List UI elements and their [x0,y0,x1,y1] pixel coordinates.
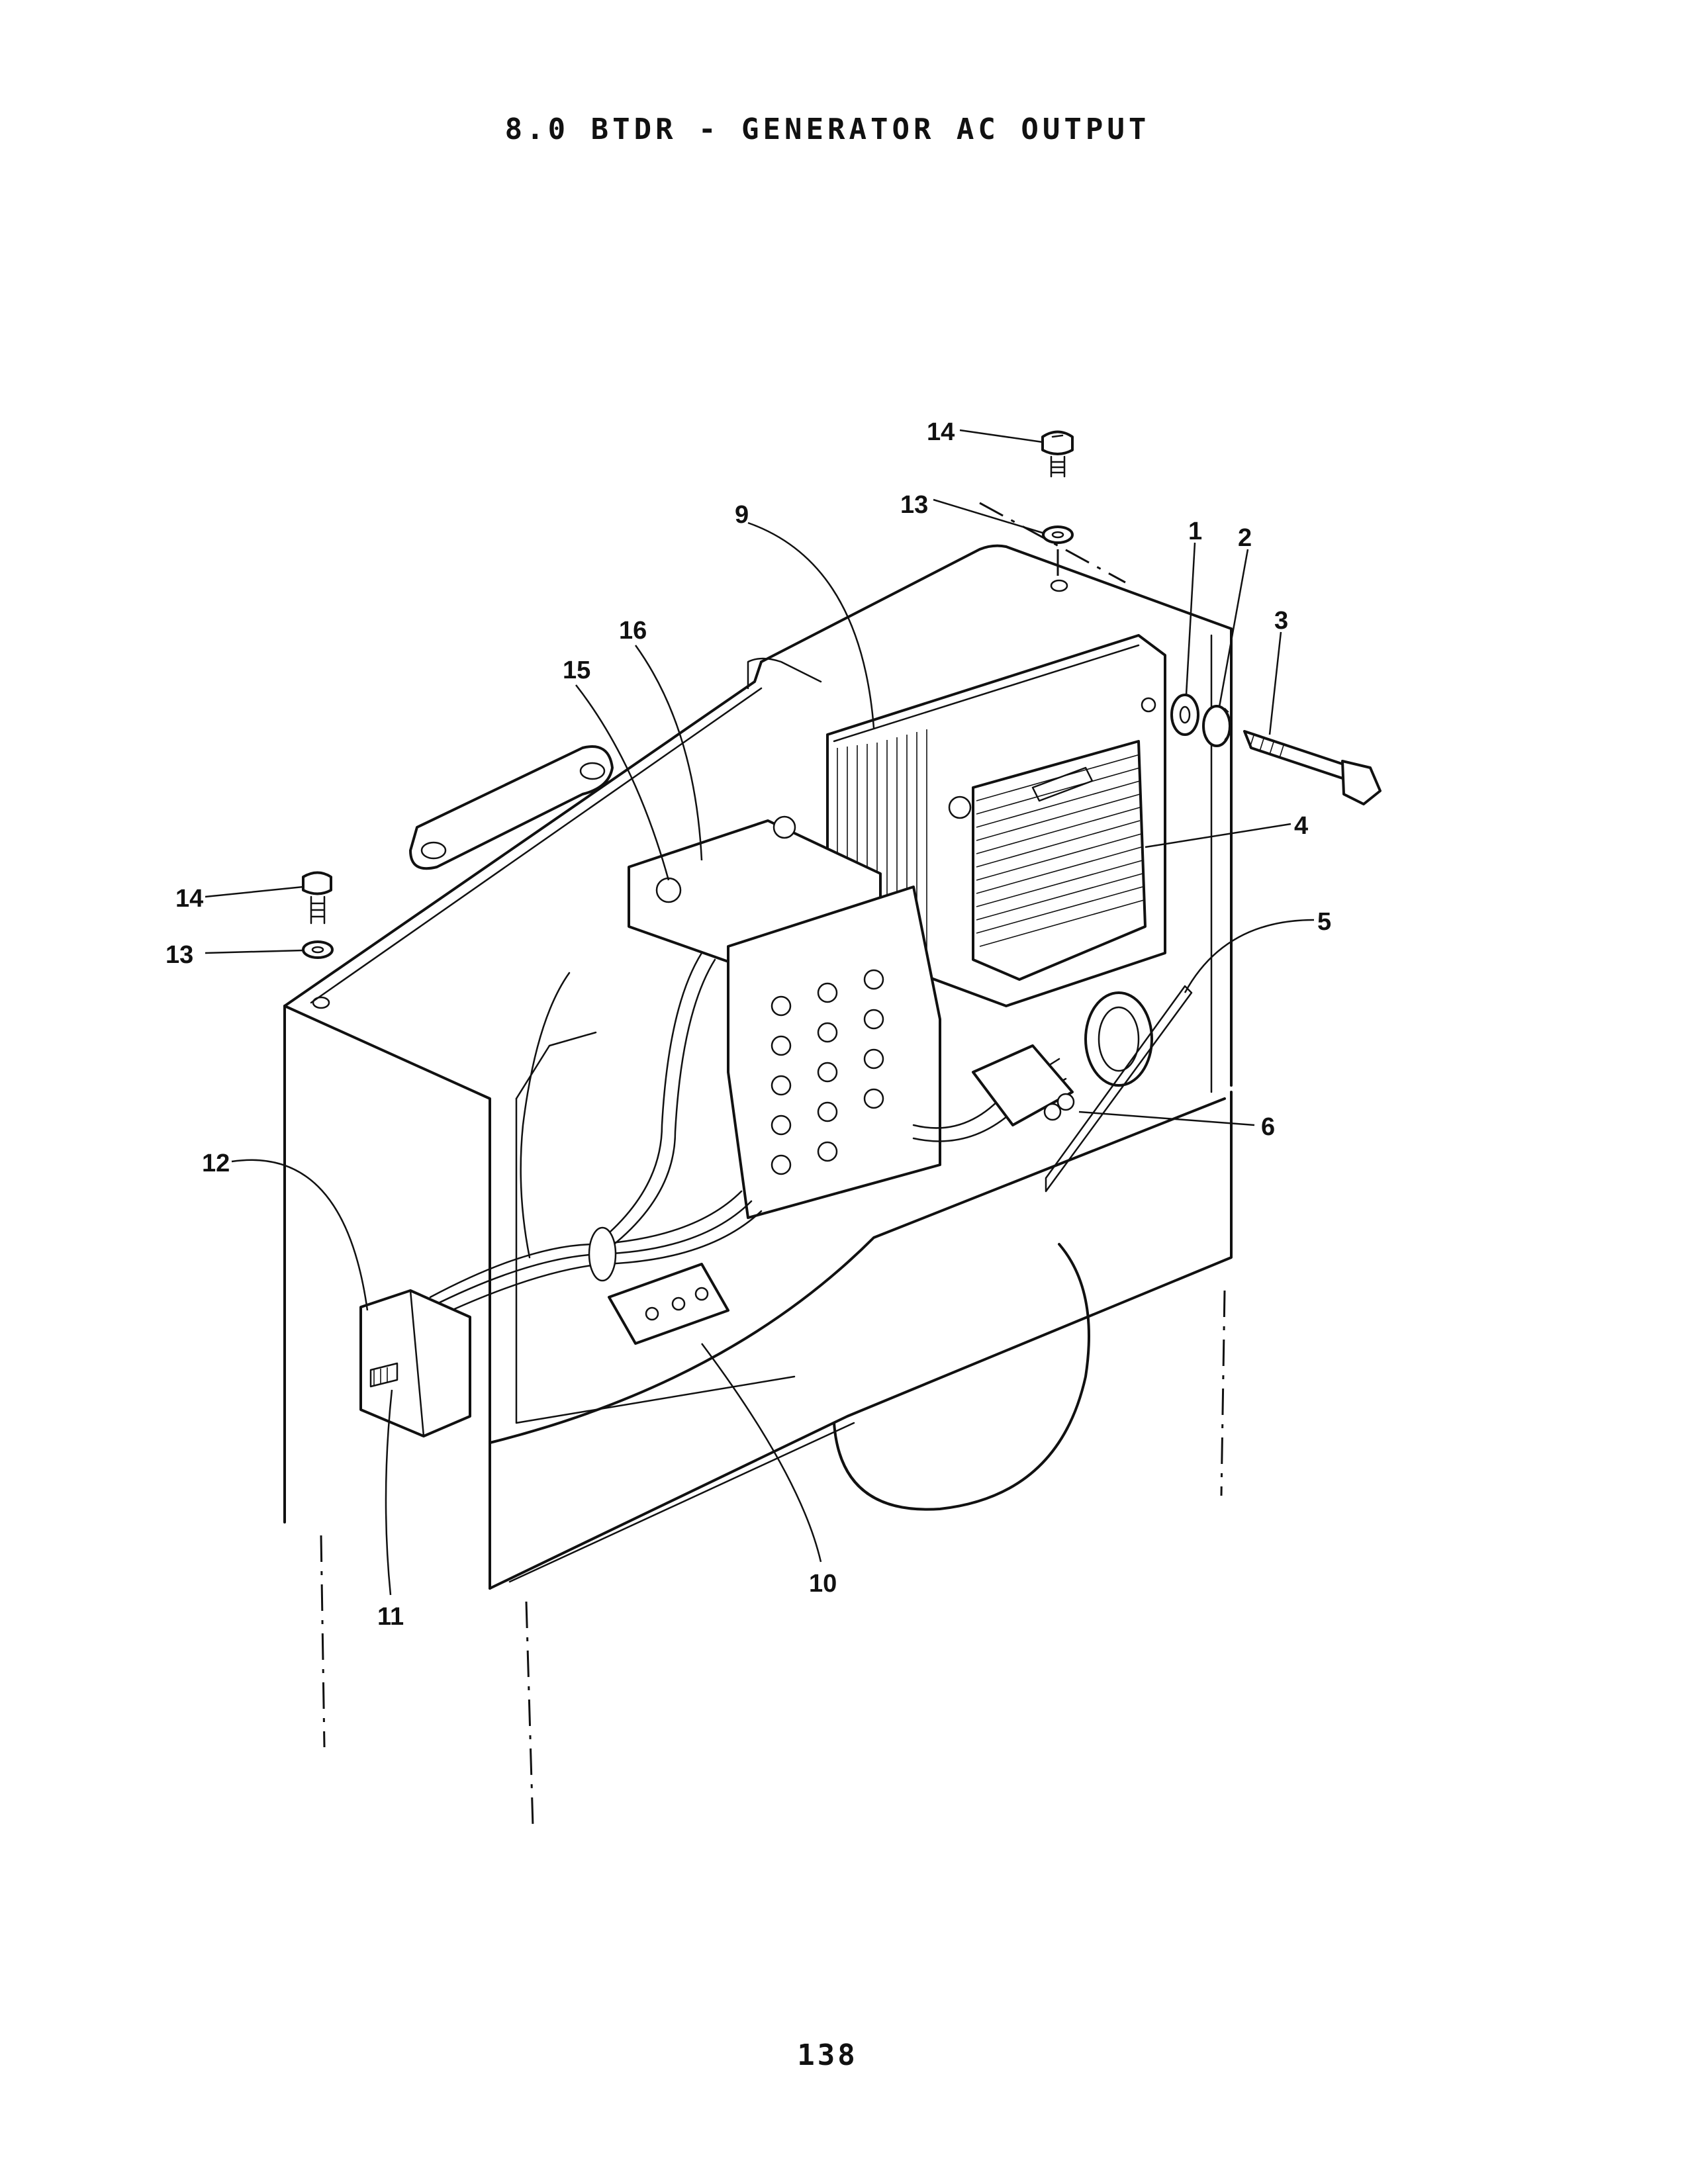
transformer [826,634,1166,1007]
callout-9: 9 [735,501,749,529]
callout-2: 2 [1238,524,1252,552]
callout-14-top: 14 [927,418,955,446]
callout-5: 5 [1317,908,1331,936]
assembly-centerlines [320,502,1226,1827]
terminal-studs [727,886,941,1219]
page-number: 138 [797,2038,858,2072]
callout-11: 11 [377,1603,404,1631]
callout-14-left: 14 [175,885,203,913]
callout-16: 16 [619,617,647,645]
callout-3: 3 [1274,607,1288,635]
page-title: 8.0 BTDR - GENERATOR AC OUTPUT [504,113,1150,146]
callout-leaders [205,429,1315,1596]
callout-4: 4 [1294,812,1308,840]
callout-labels: 14 13 1 2 3 4 5 6 9 10 11 12 13 14 15 16 [165,418,1331,1631]
callout-12: 12 [202,1150,230,1177]
callout-13-left: 13 [165,941,193,969]
callout-6: 6 [1261,1113,1275,1141]
callout-1: 1 [1188,518,1202,545]
callout-13-top: 13 [900,491,928,519]
callout-15: 15 [563,657,590,684]
terminal-strip [608,1263,729,1345]
callout-10: 10 [809,1570,837,1598]
mounting-screw-holes [312,579,1068,1009]
output-receptacle [359,1289,471,1437]
rectifier-block [972,1044,1075,1126]
exploded-fasteners [302,430,1382,959]
